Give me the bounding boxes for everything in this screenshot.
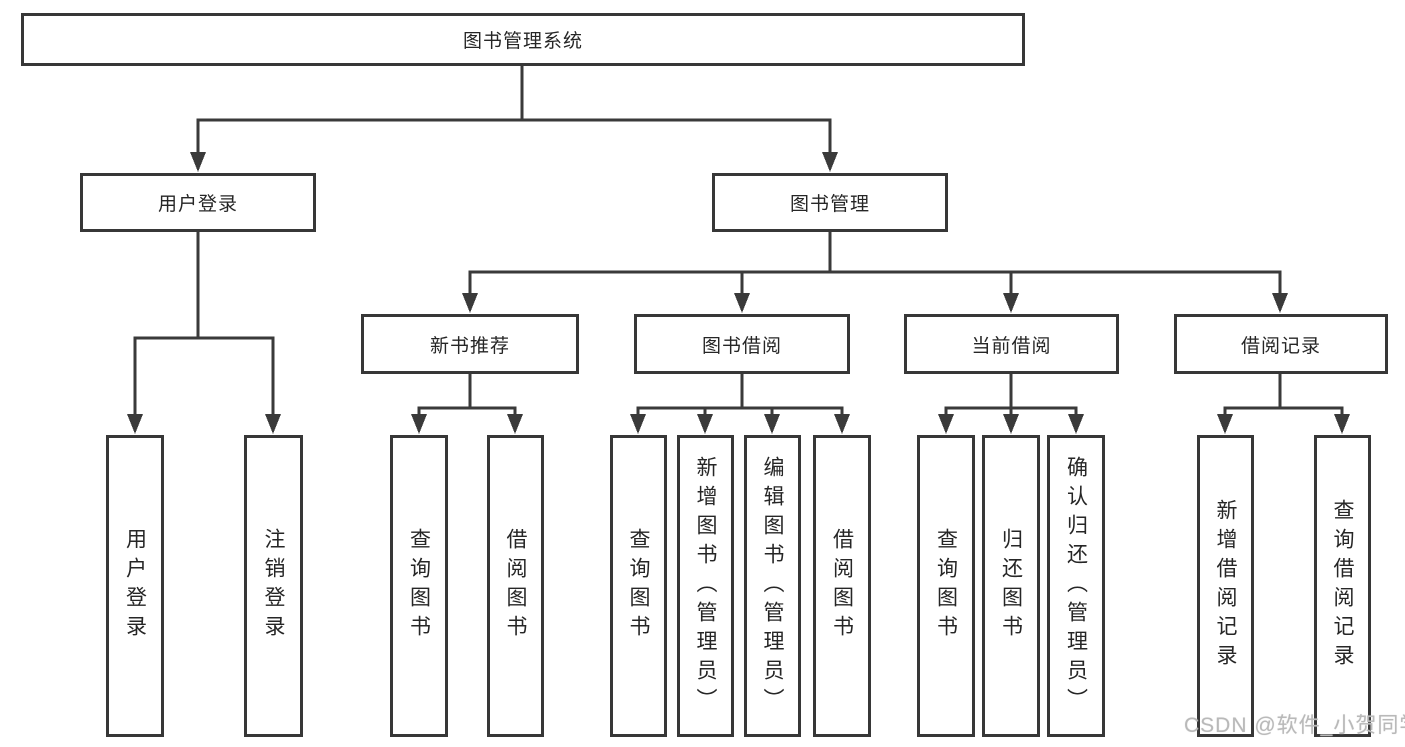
connector-new-book-rec-to-leaves — [417, 374, 517, 428]
leaf-query-borrow-record: 查询借阅记录 — [1314, 435, 1371, 737]
node-system-root: 图书管理系统 — [21, 13, 1025, 66]
leaf-edit-books-admin: 编辑图书（管理员） — [744, 435, 801, 737]
node-book-borrowing-label: 图书借阅 — [701, 335, 782, 357]
leaf-borrow-books-label: 借阅图书 — [830, 528, 854, 644]
leaf-logout-label: 注销登录 — [262, 528, 285, 644]
connector-root-to-branches — [196, 66, 832, 166]
leaf-query-books-current-label: 查询图书 — [934, 528, 958, 644]
connector-user-login-to-leaves — [133, 232, 275, 428]
node-book-management: 图书管理 — [712, 173, 948, 232]
leaf-edit-books-admin-label: 编辑图书（管理员） — [761, 455, 784, 717]
node-current-borrowing: 当前借阅 — [904, 314, 1119, 374]
leaf-query-books-borrowing: 查询图书 — [610, 435, 667, 737]
leaf-logout: 注销登录 — [244, 435, 303, 737]
node-book-borrowing: 图书借阅 — [634, 314, 850, 374]
leaf-add-borrow-record: 新增借阅记录 — [1197, 435, 1254, 737]
leaf-add-borrow-record-label: 新增借阅记录 — [1214, 499, 1237, 673]
connector-borrow-record-to-leaves — [1223, 374, 1344, 428]
leaf-add-books-admin-label: 新增图书（管理员） — [694, 455, 717, 717]
node-current-borrowing-label: 当前借阅 — [971, 335, 1052, 357]
node-borrowing-records: 借阅记录 — [1174, 314, 1388, 374]
node-user-login-label: 用户登录 — [157, 194, 238, 215]
leaf-borrow-books: 借阅图书 — [813, 435, 871, 737]
leaf-query-books-recommend-label: 查询图书 — [407, 528, 431, 644]
node-book-management-label: 图书管理 — [789, 194, 870, 215]
leaf-confirm-return-admin: 确认归还（管理员） — [1047, 435, 1105, 737]
leaf-return-books: 归还图书 — [982, 435, 1040, 737]
connector-current-borrow-to-leaves — [944, 374, 1078, 428]
leaf-query-books-recommend: 查询图书 — [390, 435, 448, 737]
node-user-login: 用户登录 — [80, 173, 316, 232]
leaf-query-books-borrowing-label: 查询图书 — [627, 528, 650, 644]
leaf-add-books-admin: 新增图书（管理员） — [677, 435, 734, 737]
leaf-user-login-label: 用户登录 — [123, 528, 147, 644]
leaf-user-login: 用户登录 — [106, 435, 164, 737]
connector-book-borrow-to-leaves — [636, 374, 844, 428]
node-new-book-recommend-label: 新书推荐 — [429, 335, 510, 357]
node-new-book-recommend: 新书推荐 — [361, 314, 579, 374]
node-borrowing-records-label: 借阅记录 — [1240, 335, 1321, 357]
leaf-borrow-books-recommend-label: 借阅图书 — [504, 528, 527, 644]
leaf-confirm-return-admin-label: 确认归还（管理员） — [1064, 455, 1088, 717]
leaf-borrow-books-recommend: 借阅图书 — [487, 435, 544, 737]
leaf-query-borrow-record-label: 查询借阅记录 — [1331, 499, 1354, 673]
leaf-return-books-label: 归还图书 — [999, 528, 1023, 644]
leaf-query-books-current: 查询图书 — [917, 435, 975, 737]
node-system-root-label: 图书管理系统 — [462, 31, 583, 52]
csdn-watermark: CSDN @软件_小贺同学 — [1184, 714, 1405, 737]
connector-book-mgmt-to-modules — [468, 232, 1282, 307]
